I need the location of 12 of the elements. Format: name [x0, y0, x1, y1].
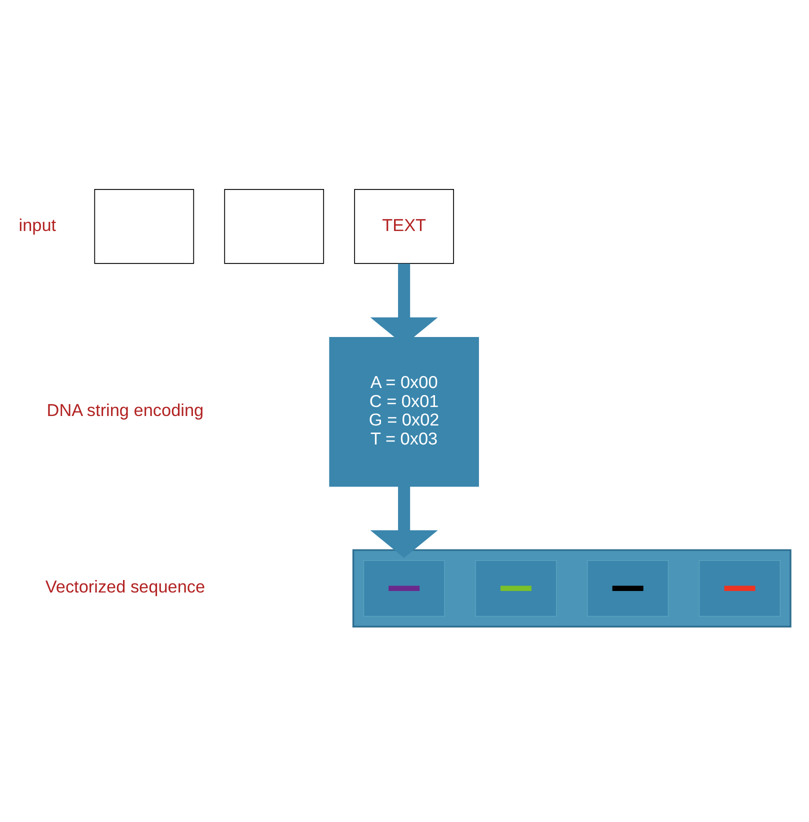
- node-box: [224, 188, 324, 264]
- label: DNA string encoding: [46, 400, 204, 420]
- node-box: A = 0x00 C = 0x01 G = 0x02 T = 0x03: [329, 336, 479, 486]
- cluster: [352, 548, 792, 628]
- label: Vectorized sequence: [45, 576, 206, 596]
- node-box: [698, 559, 781, 616]
- node-box: TEXT: [354, 188, 454, 264]
- node-box: [94, 188, 194, 264]
- node-box: [363, 559, 445, 616]
- label: input: [18, 214, 56, 234]
- node-box: [475, 559, 557, 616]
- node-box: [586, 559, 669, 616]
